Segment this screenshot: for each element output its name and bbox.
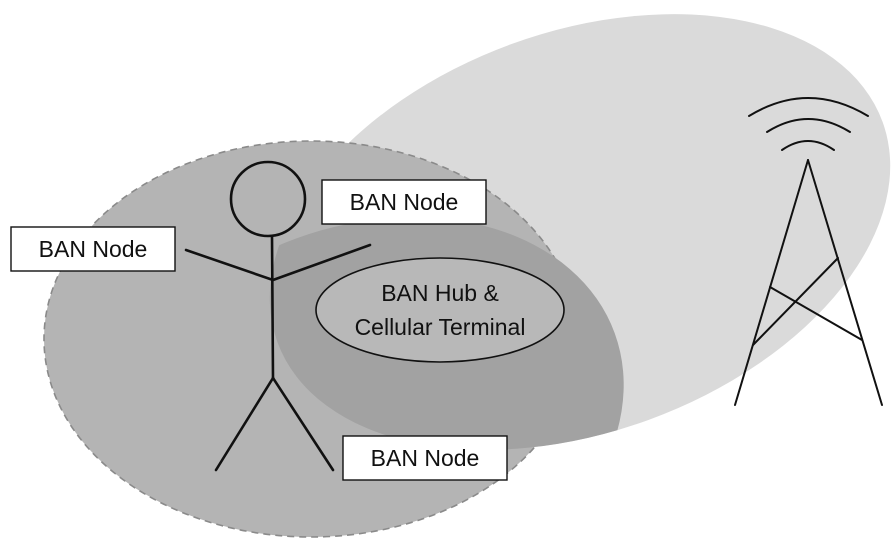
signal-arc-middle bbox=[766, 118, 851, 133]
person-left-arm bbox=[184, 248, 275, 282]
ban-node-left: BAN Node bbox=[10, 226, 176, 272]
ban-hub-terminal: BAN Hub & Cellular Terminal bbox=[315, 257, 565, 363]
ban-hub-label-line1: BAN Hub & bbox=[381, 280, 499, 306]
person-figure bbox=[184, 160, 372, 472]
tower-brace-1 bbox=[769, 286, 863, 341]
ban-hub-ellipse bbox=[315, 257, 565, 363]
ban-hub-label-line2: Cellular Terminal bbox=[355, 314, 526, 340]
cell-tower-icon bbox=[734, 97, 883, 406]
signal-arc-outer bbox=[748, 97, 869, 117]
person-right-leg bbox=[271, 376, 335, 472]
ban-node-left-label: BAN Node bbox=[39, 236, 148, 262]
ban-node-head-label: BAN Node bbox=[350, 189, 459, 215]
ban-node-left-box bbox=[10, 226, 176, 272]
person-left-leg bbox=[214, 376, 275, 472]
ban-node-foot-box bbox=[342, 435, 508, 481]
signal-arc-inner bbox=[781, 140, 835, 151]
tower-brace-2 bbox=[752, 257, 839, 346]
person-head bbox=[229, 160, 307, 238]
person-neck-torso bbox=[270, 234, 275, 380]
tower-left-leg bbox=[734, 159, 809, 406]
ban-node-head: BAN Node bbox=[321, 179, 487, 225]
person-right-arm bbox=[271, 243, 372, 282]
ban-node-foot: BAN Node bbox=[342, 435, 508, 481]
ban-node-head-box bbox=[321, 179, 487, 225]
ban-node-foot-label: BAN Node bbox=[371, 445, 480, 471]
tower-right-leg bbox=[807, 159, 883, 406]
